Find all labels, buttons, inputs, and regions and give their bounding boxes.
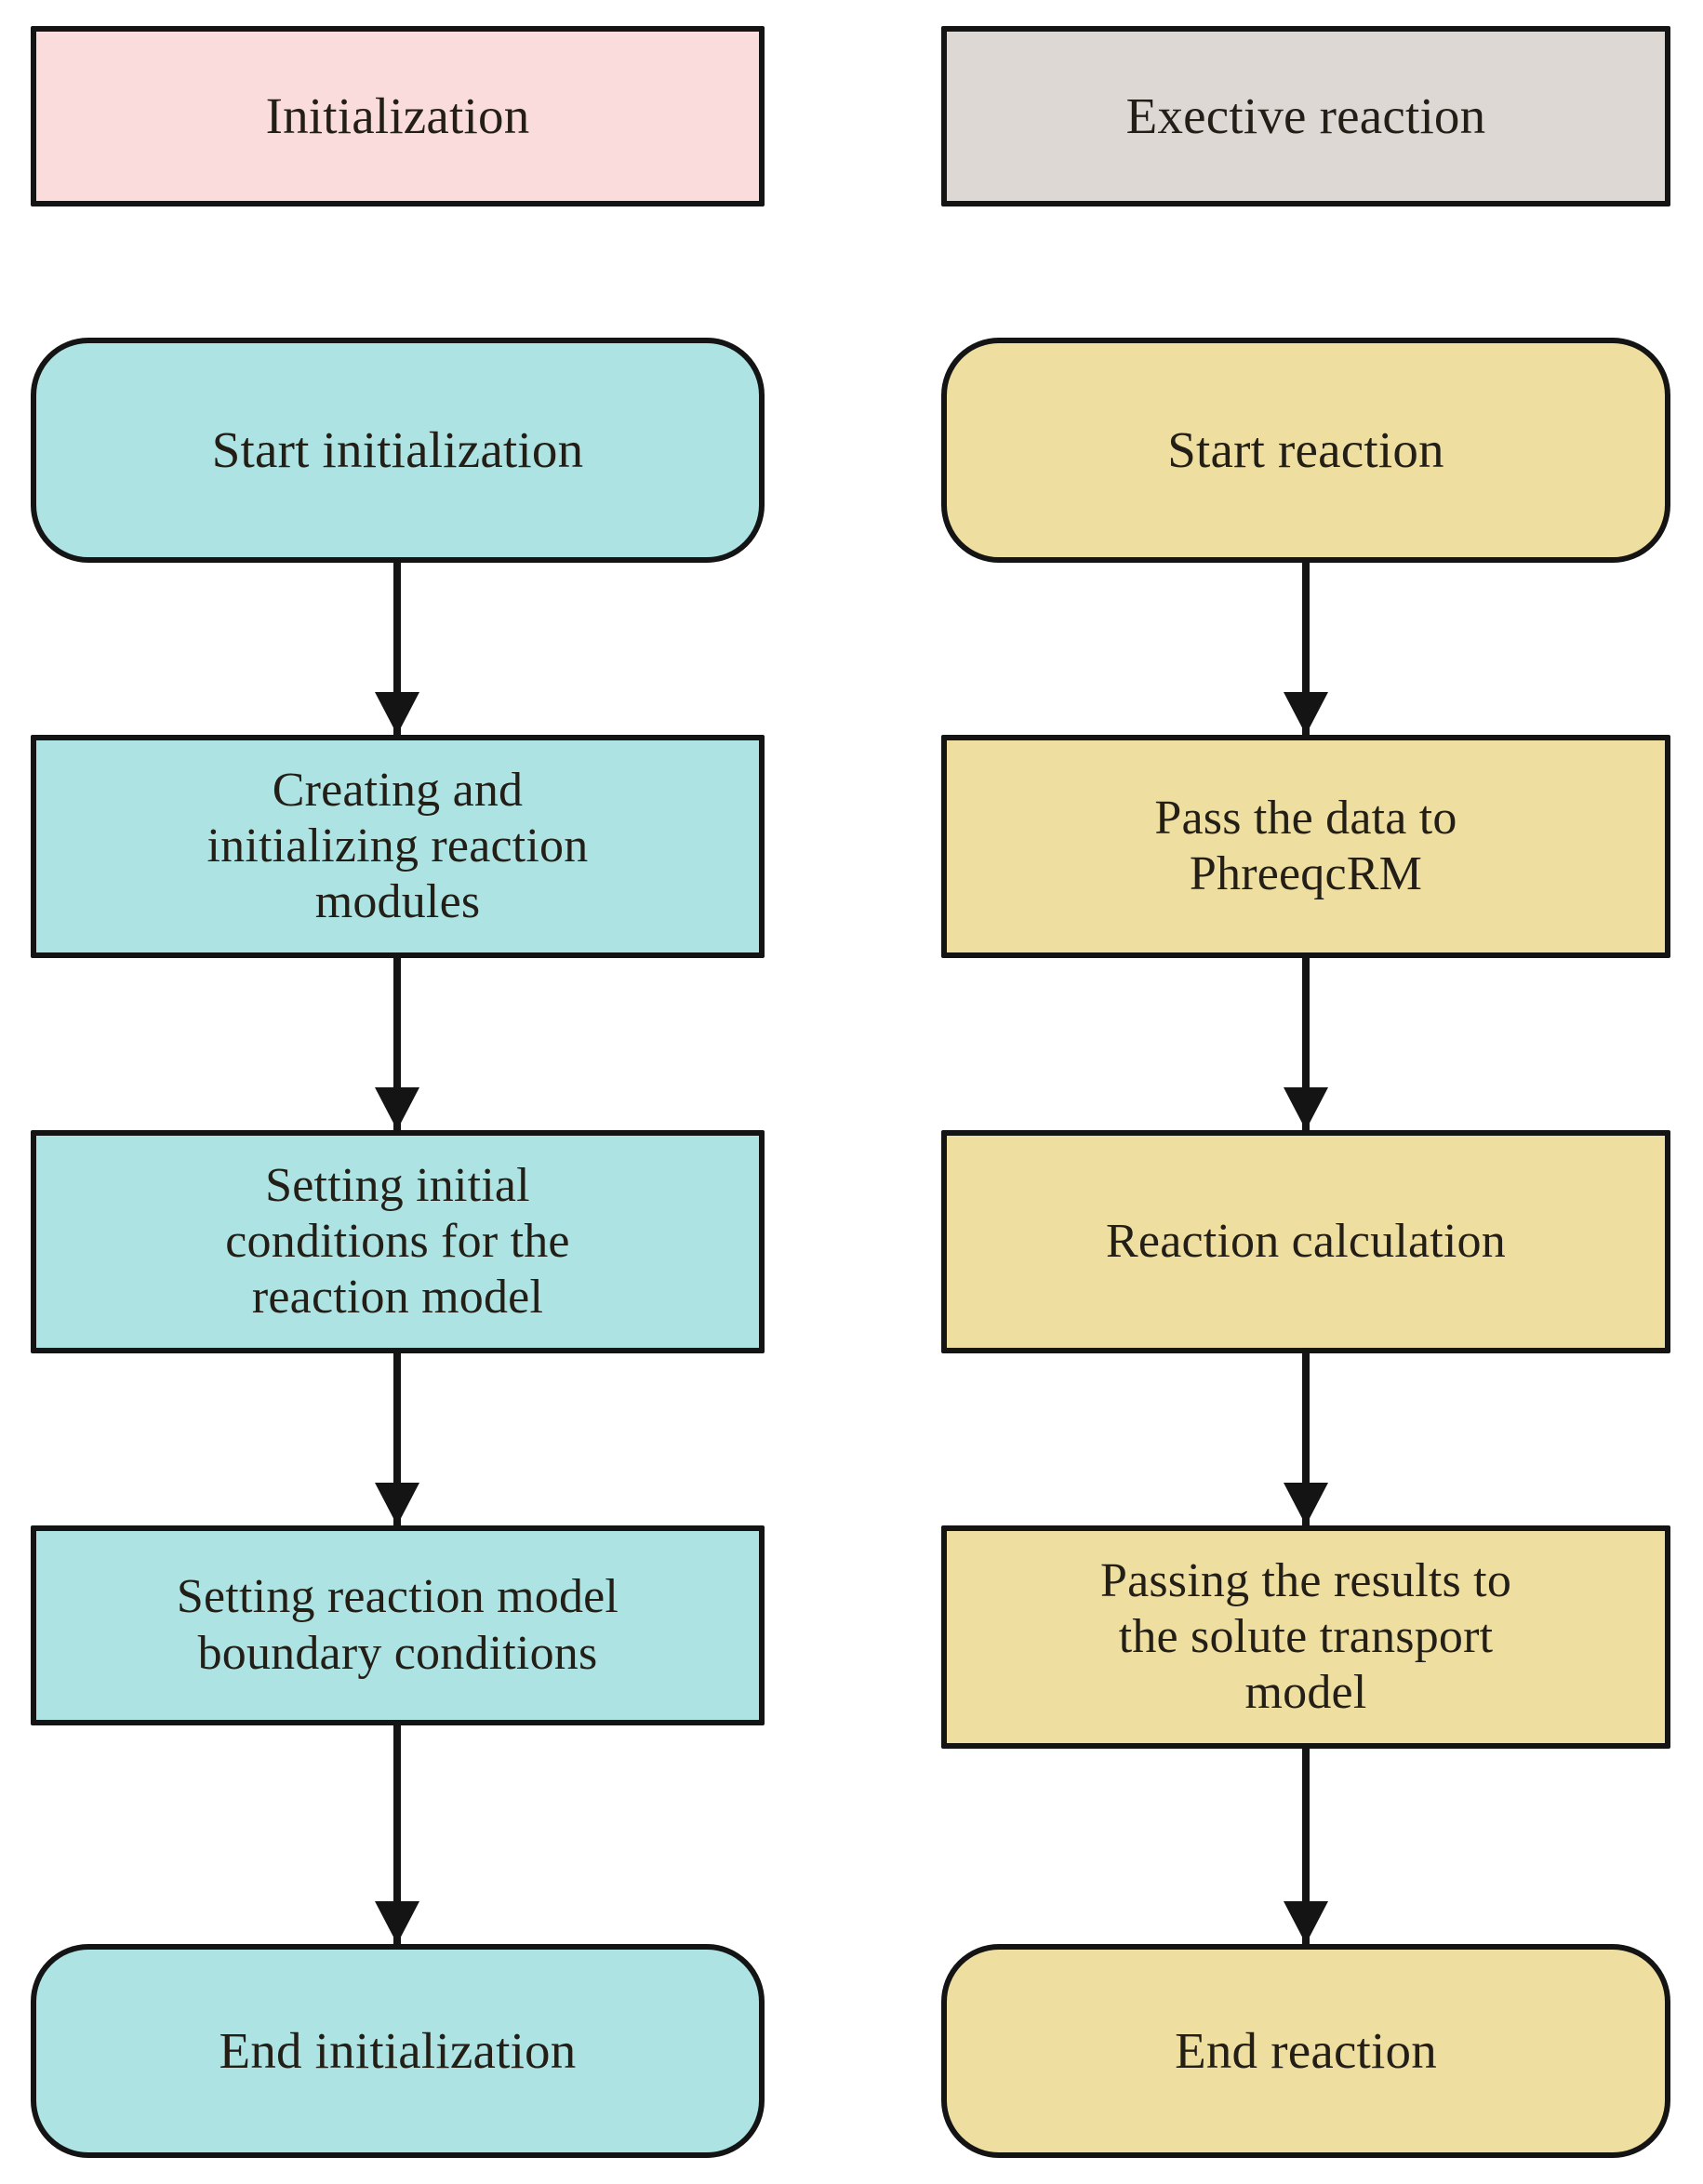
node-start-initialization[interactable]: Start initialization xyxy=(31,338,765,563)
node-pass-data-to-phreeqcrm-label: Pass the data to PhreeqcRM xyxy=(1154,791,1457,900)
header-initialization-label: Initialization xyxy=(265,87,530,145)
node-passing-results-to-transport-model-label: Passing the results to the solute transp… xyxy=(1099,1553,1512,1720)
node-reaction-calculation-label: Reaction calculation xyxy=(1106,1214,1506,1268)
node-reaction-calculation[interactable]: Reaction calculation xyxy=(941,1130,1670,1353)
node-start-initialization-label: Start initialization xyxy=(211,421,584,479)
node-creating-initializing-reaction-modules[interactable]: Creating and initializing reaction modul… xyxy=(31,735,765,958)
node-end-initialization[interactable]: End initialization xyxy=(31,1944,765,2158)
node-setting-initial-conditions[interactable]: Setting initial conditions for the react… xyxy=(31,1130,765,1353)
header-initialization: Initialization xyxy=(31,26,765,206)
node-setting-boundary-conditions[interactable]: Setting reaction model boundary conditio… xyxy=(31,1525,765,1725)
node-passing-results-to-transport-model[interactable]: Passing the results to the solute transp… xyxy=(941,1525,1670,1749)
node-pass-data-to-phreeqcrm[interactable]: Pass the data to PhreeqcRM xyxy=(941,735,1670,958)
node-end-initialization-label: End initialization xyxy=(219,2022,577,2080)
node-end-reaction-label: End reaction xyxy=(1175,2022,1437,2080)
node-setting-initial-conditions-label: Setting initial conditions for the react… xyxy=(225,1158,570,1325)
node-start-reaction-label: Start reaction xyxy=(1167,421,1444,479)
node-setting-boundary-conditions-label: Setting reaction model boundary conditio… xyxy=(176,1570,619,1680)
node-end-reaction[interactable]: End reaction xyxy=(941,1944,1670,2158)
header-exective-reaction: Exective reaction xyxy=(941,26,1670,206)
node-start-reaction[interactable]: Start reaction xyxy=(941,338,1670,563)
header-exective-reaction-label: Exective reaction xyxy=(1125,87,1486,145)
node-creating-initializing-reaction-modules-label: Creating and initializing reaction modul… xyxy=(206,763,589,929)
